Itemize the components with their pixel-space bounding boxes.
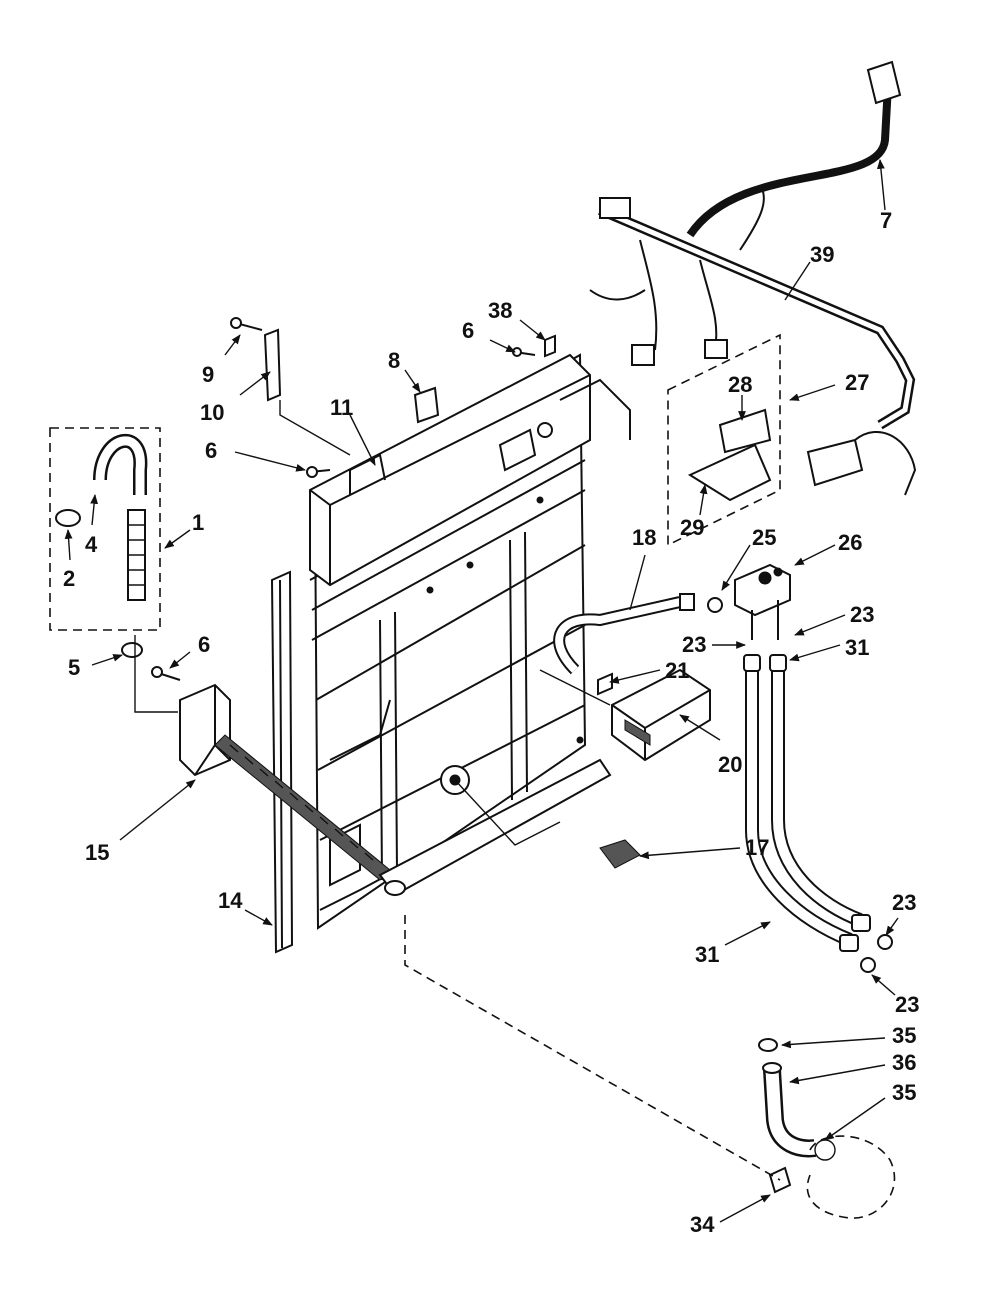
inlet-hoses xyxy=(743,654,893,973)
leader-lines xyxy=(64,159,899,1223)
fill-hose xyxy=(553,593,695,675)
drain-hose xyxy=(758,1038,896,1219)
callout-35: 35 xyxy=(892,1023,916,1048)
group-box-1 xyxy=(49,427,161,658)
callout-15: 15 xyxy=(85,840,109,865)
callout-7: 7 xyxy=(880,208,892,233)
callout-23: 23 xyxy=(682,632,706,657)
callout-25: 25 xyxy=(752,525,776,550)
callout-6: 6 xyxy=(198,632,210,657)
callout-36: 36 xyxy=(892,1050,916,1075)
callout-14: 14 xyxy=(218,888,243,913)
callout-2: 2 xyxy=(63,566,75,591)
callout-28: 28 xyxy=(728,372,752,397)
callout-38: 38 xyxy=(488,298,512,323)
leveling-bar xyxy=(179,683,612,897)
wire-harness xyxy=(589,60,917,496)
callout-4: 4 xyxy=(85,532,98,557)
callout-6: 6 xyxy=(205,438,217,463)
callout-8: 8 xyxy=(388,348,400,373)
callout-20: 20 xyxy=(718,752,742,777)
callout-39: 39 xyxy=(810,242,834,267)
callout-23: 23 xyxy=(850,602,874,627)
callout-5: 5 xyxy=(68,655,80,680)
callout-labels: 7 39 38 6 8 9 10 11 28 27 6 1 4 2 29 18 … xyxy=(63,208,919,1237)
callout-17: 17 xyxy=(745,835,769,860)
callout-29: 29 xyxy=(680,515,704,540)
clip xyxy=(599,839,641,869)
callout-1: 1 xyxy=(192,510,204,535)
callout-23: 23 xyxy=(892,890,916,915)
callout-31: 31 xyxy=(845,635,869,660)
callout-27: 27 xyxy=(845,370,869,395)
callout-23: 23 xyxy=(895,992,919,1017)
callout-10: 10 xyxy=(200,400,224,425)
callout-21: 21 xyxy=(665,658,689,683)
callout-35: 35 xyxy=(892,1080,916,1105)
callout-9: 9 xyxy=(202,362,214,387)
water-valve xyxy=(734,563,791,640)
callout-26: 26 xyxy=(838,530,862,555)
side-rail xyxy=(270,570,294,954)
callout-31: 31 xyxy=(695,942,719,967)
callout-6: 6 xyxy=(462,318,474,343)
bracket xyxy=(611,668,711,762)
callout-34: 34 xyxy=(690,1212,715,1237)
group-box-27 xyxy=(667,333,781,547)
callout-18: 18 xyxy=(632,525,656,550)
control-console xyxy=(309,353,631,587)
callout-11: 11 xyxy=(330,395,353,420)
hardware-screws xyxy=(151,317,723,696)
